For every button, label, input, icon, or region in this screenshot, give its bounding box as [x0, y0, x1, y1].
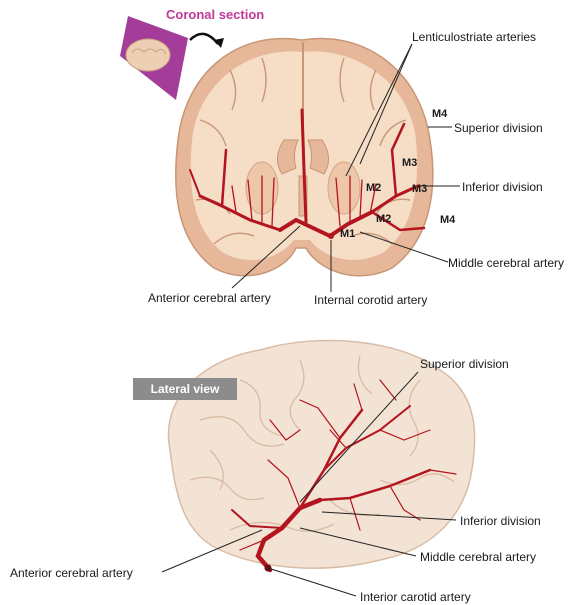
label-interior-carotid: Interior carotid artery [360, 590, 471, 604]
label-middle-cerebral-lateral: Middle cerebral artery [420, 550, 536, 564]
coronal-title: Coronal section [166, 7, 264, 22]
lateral-brain [168, 340, 474, 568]
lateral-view-badge: Lateral view [133, 378, 237, 400]
label-anterior-cerebral-lateral: Anterior cerebral artery [10, 566, 133, 580]
segment-m2-lower: M2 [376, 213, 391, 225]
segment-m3-lower: M3 [412, 183, 427, 195]
label-middle-cerebral-coronal: Middle cerebral artery [448, 256, 564, 270]
segment-m2-upper: M2 [366, 182, 381, 194]
arrow-icon [190, 34, 218, 44]
label-superior-division-lateral: Superior division [420, 357, 509, 371]
segment-m4-lower: M4 [440, 214, 455, 226]
segment-m4-upper: M4 [432, 108, 447, 120]
label-inferior-division-lateral: Inferior division [460, 514, 541, 528]
label-internal-carotid: Internal corotid artery [314, 293, 427, 307]
label-superior-division-coronal: Superior division [454, 121, 543, 135]
label-lenticulostriate: Lenticulostriate arteries [412, 30, 536, 44]
label-anterior-cerebral-coronal: Anterior cerebral artery [148, 291, 271, 305]
segment-m3-upper: M3 [402, 157, 417, 169]
segment-m1: M1 [340, 228, 355, 240]
small-brain-icon [126, 39, 170, 71]
label-inferior-division-coronal: Inferior division [462, 180, 543, 194]
